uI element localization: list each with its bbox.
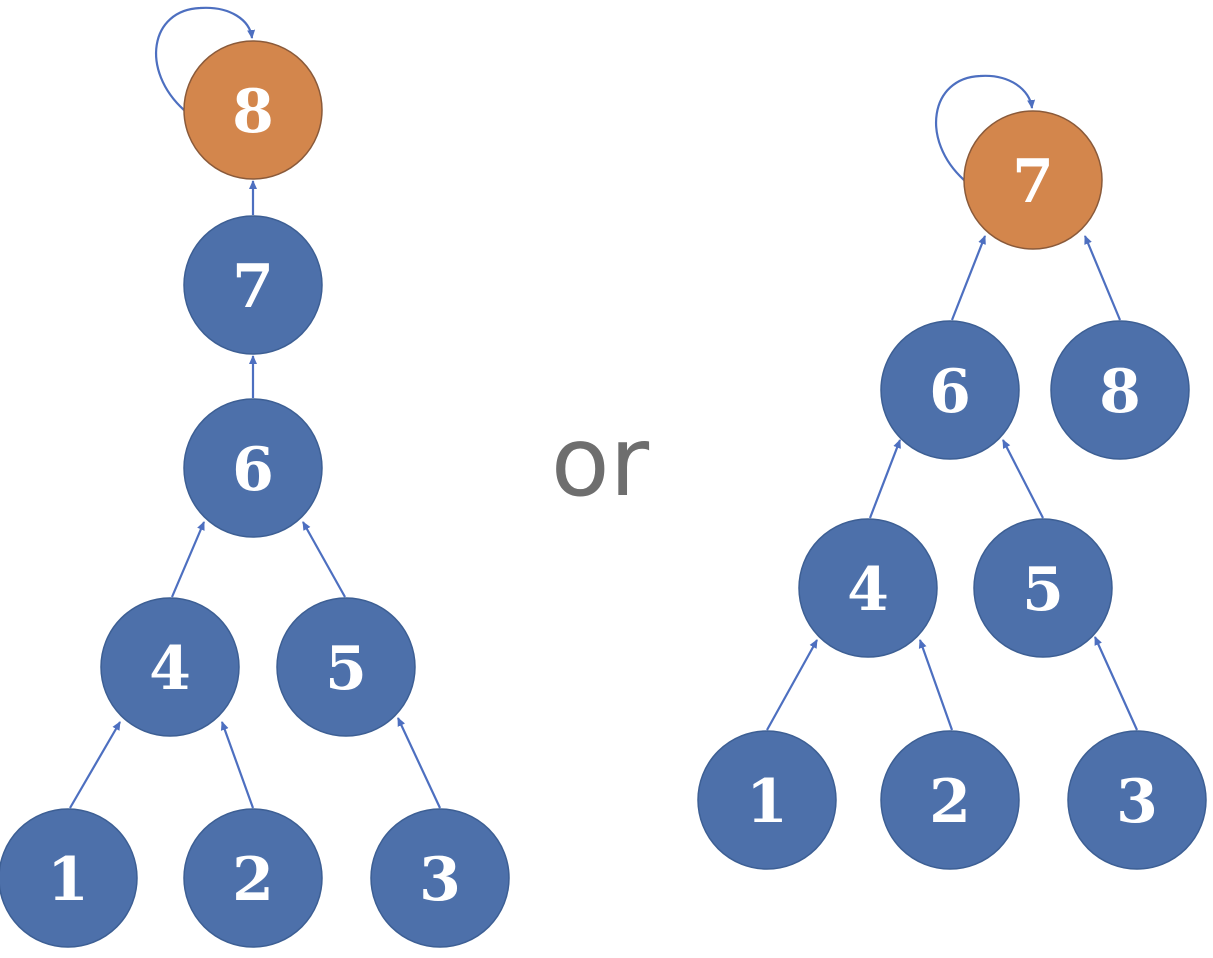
node-label: 3	[419, 845, 461, 915]
or-separator: or	[551, 406, 650, 518]
node-label: 2	[232, 845, 274, 915]
right-tree: 7 6 8 4 5 1 2 3	[697, 110, 1207, 870]
edge-self-loop-7	[934, 74, 1036, 181]
left-tree-edges	[69, 6, 441, 809]
edge-1-to-4	[766, 639, 818, 731]
edge-2-to-4	[918, 639, 954, 731]
left-node-7: 7	[183, 215, 323, 355]
right-node-8: 8	[1050, 320, 1190, 460]
node-label: 7	[1012, 147, 1054, 217]
node-label: 4	[847, 555, 889, 625]
node-label: 3	[1116, 767, 1158, 837]
right-node-5: 5	[973, 518, 1113, 658]
edge-5-to-6	[302, 521, 346, 598]
edge-2-to-4	[220, 721, 255, 809]
edge-3-to-5	[397, 717, 441, 809]
left-node-3: 3	[370, 808, 510, 948]
node-label: 7	[232, 252, 274, 322]
node-label: 5	[1022, 555, 1064, 625]
node-label: 1	[47, 845, 89, 915]
node-label: 8	[232, 77, 274, 147]
node-label: 2	[929, 767, 971, 837]
left-node-2: 2	[183, 808, 323, 948]
node-label: 5	[325, 634, 367, 704]
edge-8-to-7	[1083, 235, 1122, 321]
left-node-5: 5	[276, 597, 416, 737]
right-node-6: 6	[880, 320, 1020, 460]
edge-1-to-4	[69, 721, 121, 809]
right-node-1: 1	[697, 730, 837, 870]
edge-self-loop-8	[154, 6, 256, 111]
edge-4-to-6	[170, 521, 206, 598]
node-label: 6	[929, 357, 971, 427]
right-node-2: 2	[880, 730, 1020, 870]
node-label: 8	[1099, 357, 1141, 427]
left-node-6: 6	[183, 398, 323, 538]
right-node-4: 4	[798, 518, 938, 658]
left-tree: 8 7 6 4 5 1 2 3	[0, 40, 510, 948]
right-tree-edges	[766, 74, 1139, 731]
node-label: 4	[149, 634, 191, 704]
edge-4-to-6	[868, 439, 902, 519]
right-node-3: 3	[1067, 730, 1207, 870]
node-label: 6	[232, 435, 274, 505]
left-node-4: 4	[100, 597, 240, 737]
left-node-8-root: 8	[183, 40, 323, 180]
node-label: 1	[746, 767, 788, 837]
left-node-1: 1	[0, 808, 138, 948]
edge-6-to-7	[950, 235, 987, 321]
right-node-7-root: 7	[963, 110, 1103, 250]
edge-3-to-5	[1093, 636, 1139, 731]
edge-5-to-6	[1002, 439, 1044, 519]
